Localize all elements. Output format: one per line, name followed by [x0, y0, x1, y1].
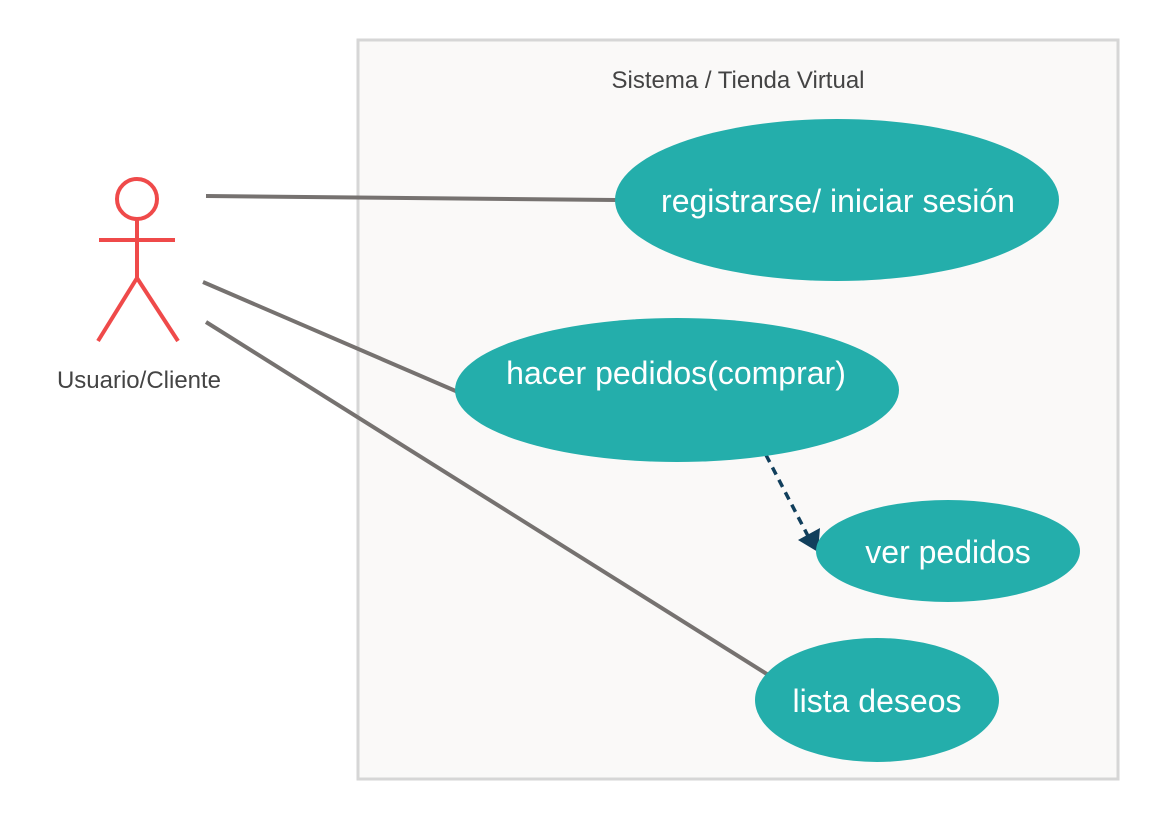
usecase-register-ellipse [615, 119, 1059, 281]
usecase-wishlist-label: lista deseos [793, 683, 962, 719]
usecase-view-orders-ellipse [816, 500, 1080, 602]
usecase-orders-ellipse [455, 318, 899, 462]
association-wishlist [204, 320, 772, 678]
association-orders [202, 280, 459, 394]
actor-usuario-cliente[interactable] [96, 177, 180, 343]
usecase-register[interactable]: registrarse/ iniciar sesión [615, 119, 1059, 281]
association-register [205, 194, 617, 202]
usecase-register-label: registrarse/ iniciar sesión [661, 183, 1015, 219]
usecase-view-orders-label: ver pedidos [865, 534, 1030, 570]
actor-head [115, 177, 159, 221]
dependency-arrow-head [798, 528, 820, 552]
usecase-wishlist[interactable]: lista deseos [755, 638, 999, 762]
usecase-orders[interactable]: hacer pedidos(comprar) [455, 318, 899, 462]
actor-right-leg [135, 276, 180, 343]
usecase-view-orders[interactable]: ver pedidos [816, 500, 1080, 602]
dependency-arrow-line [764, 454, 810, 537]
system-title: Sistema / Tienda Virtual [611, 67, 864, 94]
actor-left-leg [96, 276, 139, 343]
actor-label: Usuario/Cliente [57, 367, 221, 394]
usecase-wishlist-ellipse [755, 638, 999, 762]
usecase-orders-label: hacer pedidos(comprar) [506, 355, 846, 391]
